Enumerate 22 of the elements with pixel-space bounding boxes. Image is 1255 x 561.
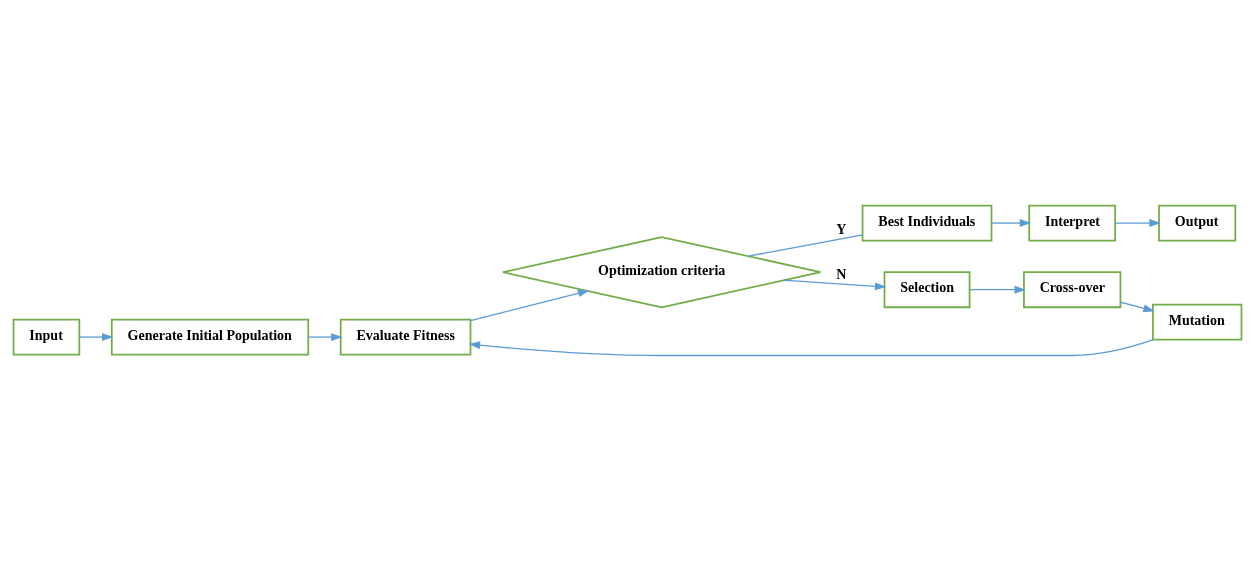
edge-label: N xyxy=(836,266,847,283)
arrow xyxy=(307,333,343,342)
node-box: Selection xyxy=(883,271,971,309)
node-diamond: Optimization criteria xyxy=(502,236,822,309)
edge-label: Y xyxy=(836,221,847,238)
node-box: Interpret xyxy=(1028,204,1117,242)
arrow xyxy=(1114,219,1161,228)
node-box: Best Individuals xyxy=(861,204,993,242)
node-box: Generate Initial Population xyxy=(110,318,310,356)
node-box: Mutation xyxy=(1152,303,1243,341)
arrow xyxy=(1120,301,1155,313)
node-box: Input xyxy=(12,318,81,356)
arrow xyxy=(79,333,114,342)
arrow xyxy=(783,279,887,291)
arrow xyxy=(991,219,1032,228)
arrow xyxy=(468,339,1155,357)
arrow xyxy=(969,285,1026,294)
node-box: Cross-over xyxy=(1023,271,1122,309)
node-box: Output xyxy=(1158,204,1237,242)
node-box: Evaluate Fitness xyxy=(339,318,472,356)
connector xyxy=(747,234,864,257)
arrow xyxy=(470,289,590,322)
